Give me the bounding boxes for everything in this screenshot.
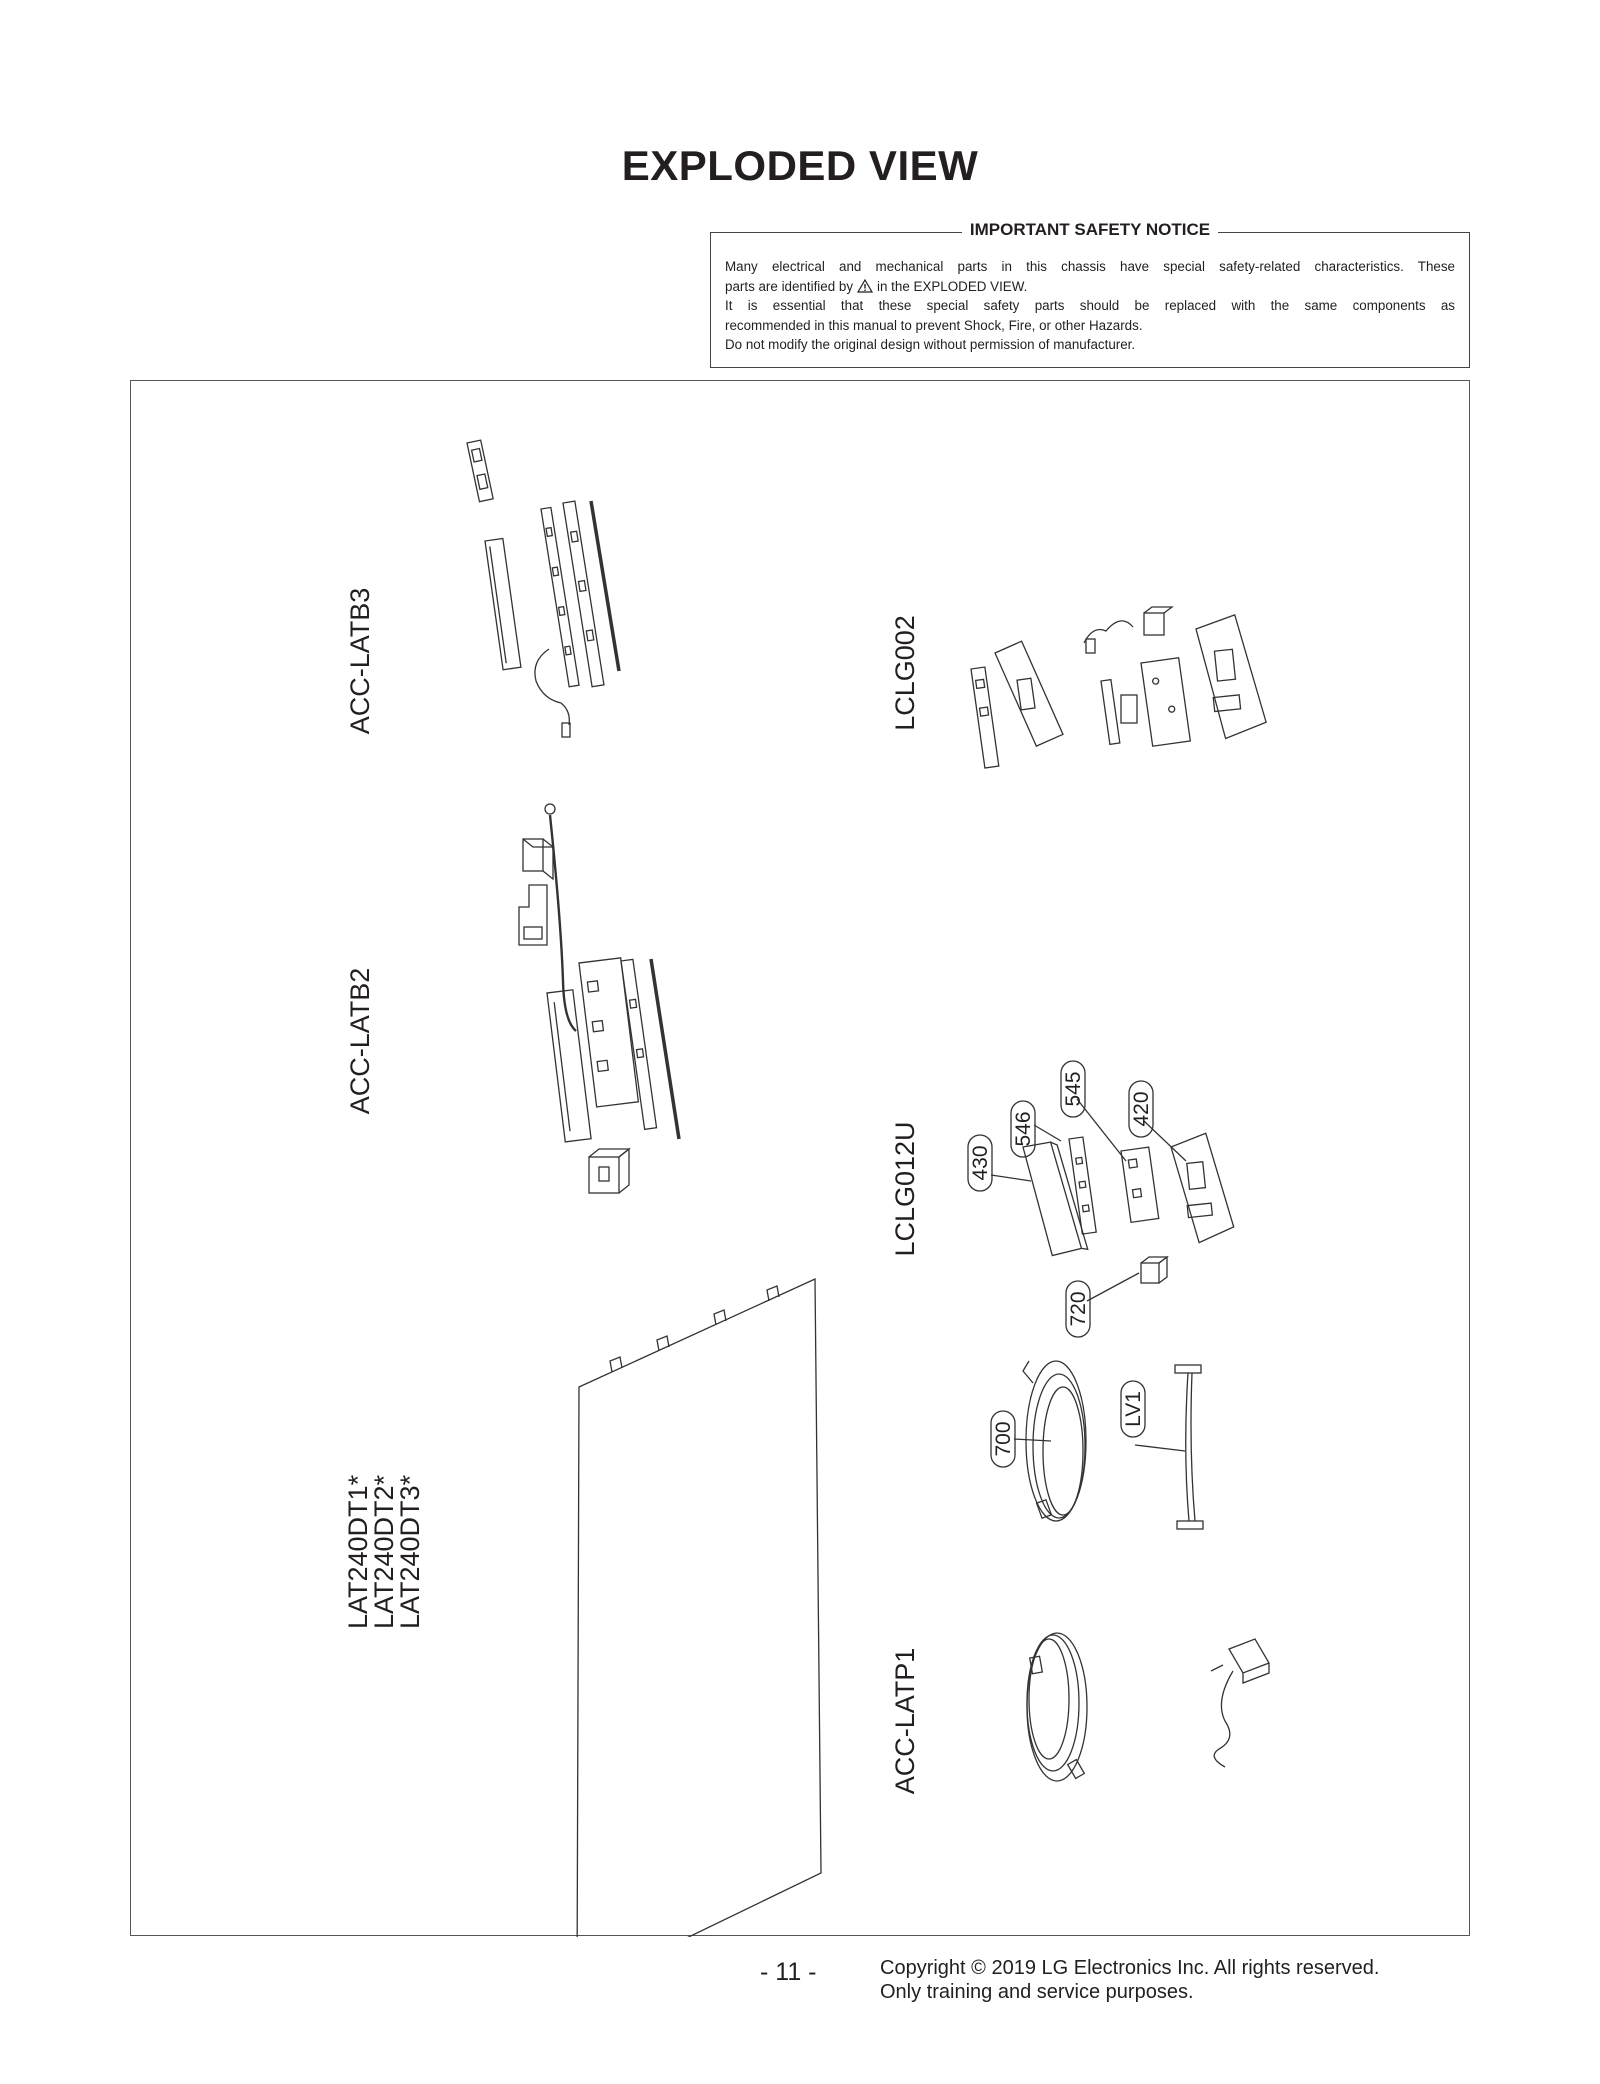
- label-acc-latb3: ACC-LATB3: [345, 588, 375, 735]
- callout-545: 545: [1062, 1071, 1085, 1106]
- safety-notice-body: Many electrical and mechanical parts in …: [725, 257, 1455, 355]
- page-title: EXPLODED VIEW: [621, 142, 979, 189]
- safety-notice-title-wrap: IMPORTANT SAFETY NOTICE: [711, 220, 1469, 240]
- safety-notice-box: IMPORTANT SAFETY NOTICE Many electrical …: [710, 220, 1470, 368]
- exploded-view-diagram: ACC-LATB3 ACC-LATB2 LAT240DT1* LAT240DT2…: [343, 439, 1270, 1937]
- label-lclg012u: LCLG012U: [890, 1121, 920, 1256]
- part-420: [1170, 1132, 1235, 1244]
- acc-latp1-parts: [1026, 1632, 1270, 1782]
- safety-notice-line-4: recommended in this manual to prevent Sh…: [725, 317, 1143, 333]
- acc-latb3-parts: [466, 439, 621, 738]
- acc-latb2-parts: [518, 803, 681, 1194]
- safety-notice-line-3: It is essential that these special safet…: [725, 298, 1455, 314]
- copyright-line-2: Only training and service purposes.: [880, 1981, 1194, 2003]
- callout-leaders: [990, 1098, 1187, 1452]
- label-lclg002: LCLG002: [890, 615, 920, 731]
- cable-lv1: [1174, 1364, 1204, 1530]
- callout-balloons: [967, 1060, 1154, 1468]
- safety-notice-line-5: Do not modify the original design withou…: [725, 337, 1136, 353]
- label-lat240dt2: LAT240DT2*: [369, 1474, 399, 1629]
- safety-notice-line-2-start: parts are identified by: [725, 278, 854, 294]
- copyright-line-1: Copyright © 2019 LG Electronics Inc. All…: [880, 1957, 1380, 1979]
- callout-lv1: LV1: [1122, 1391, 1145, 1427]
- label-acc-latb2: ACC-LATB2: [345, 968, 375, 1115]
- page-number: - 11 -: [760, 1958, 817, 1986]
- callout-430: 430: [969, 1145, 992, 1180]
- part-720: [1140, 1255, 1169, 1284]
- callout-700: 700: [992, 1421, 1015, 1456]
- warning-triangle-icon: [857, 278, 874, 293]
- exploded-view-frame: ACC-LATB3 ACC-LATB2 LAT240DT1* LAT240DT2…: [130, 380, 1470, 1937]
- safety-notice-line-2: parts are identified by in the EXPLODED V…: [725, 277, 1455, 297]
- callout-546: 546: [1012, 1111, 1035, 1146]
- lclg012u-parts: [1022, 1132, 1235, 1284]
- power-cord-700: [1022, 1360, 1087, 1522]
- safety-notice-title: IMPORTANT SAFETY NOTICE: [961, 220, 1219, 239]
- label-lat240dt1: LAT240DT1*: [343, 1474, 373, 1629]
- label-acc-latp1: ACC-LATP1: [890, 1648, 920, 1795]
- part-430: [1022, 1141, 1089, 1257]
- safety-notice-line-2-end: in the EXPLODED VIEW.: [877, 278, 1028, 294]
- part-545: [1120, 1146, 1160, 1224]
- lclg002-parts: [970, 606, 1267, 769]
- safety-notice-line-1: Many electrical and mechanical parts in …: [725, 259, 1455, 274]
- callout-420: 420: [1130, 1091, 1153, 1126]
- part-546: [1068, 1136, 1097, 1235]
- callout-720: 720: [1067, 1291, 1090, 1326]
- label-lat240dt3: LAT240DT3*: [395, 1474, 425, 1629]
- copyright-footer: Copyright © 2019 LG Electronics Inc. All…: [880, 1956, 1379, 2004]
- lat240dt-display-panel: [576, 1277, 822, 1937]
